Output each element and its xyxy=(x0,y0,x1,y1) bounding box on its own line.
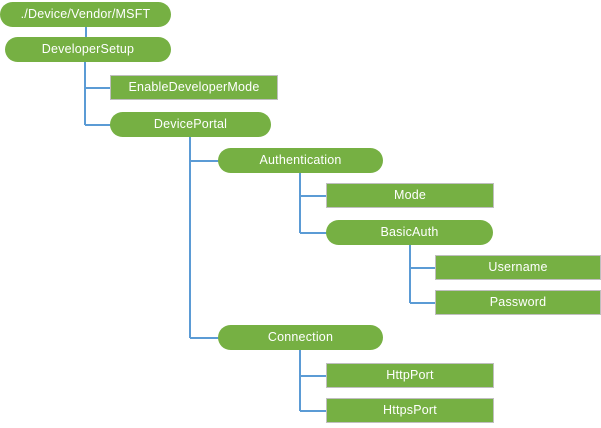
node-label: Connection xyxy=(267,329,334,344)
node-label: Mode xyxy=(393,187,427,202)
node-root: ./Device/Vendor/MSFT xyxy=(0,2,171,27)
node-label: DevicePortal xyxy=(153,116,228,131)
node-deviceportal: DevicePortal xyxy=(110,112,271,137)
node-label: Password xyxy=(489,294,547,309)
node-label: HttpPort xyxy=(386,367,434,382)
node-label: DeveloperSetup xyxy=(41,41,135,56)
node-httpsport: HttpsPort xyxy=(326,398,494,423)
node-label: BasicAuth xyxy=(380,224,439,239)
node-mode: Mode xyxy=(326,183,494,208)
node-connection: Connection xyxy=(218,325,383,350)
node-username: Username xyxy=(435,255,601,280)
node-label: EnableDeveloperMode xyxy=(128,79,260,94)
node-label: ./Device/Vendor/MSFT xyxy=(20,6,151,21)
node-enabledevelopermode: EnableDeveloperMode xyxy=(110,75,278,100)
node-authentication: Authentication xyxy=(218,148,383,173)
node-basicauth: BasicAuth xyxy=(326,220,493,245)
node-label: Username xyxy=(488,259,548,274)
node-httpport: HttpPort xyxy=(326,363,494,388)
node-label: HttpsPort xyxy=(383,402,437,417)
node-developersetup: DeveloperSetup xyxy=(5,37,171,62)
node-password: Password xyxy=(435,290,601,315)
node-label: Authentication xyxy=(259,152,342,167)
